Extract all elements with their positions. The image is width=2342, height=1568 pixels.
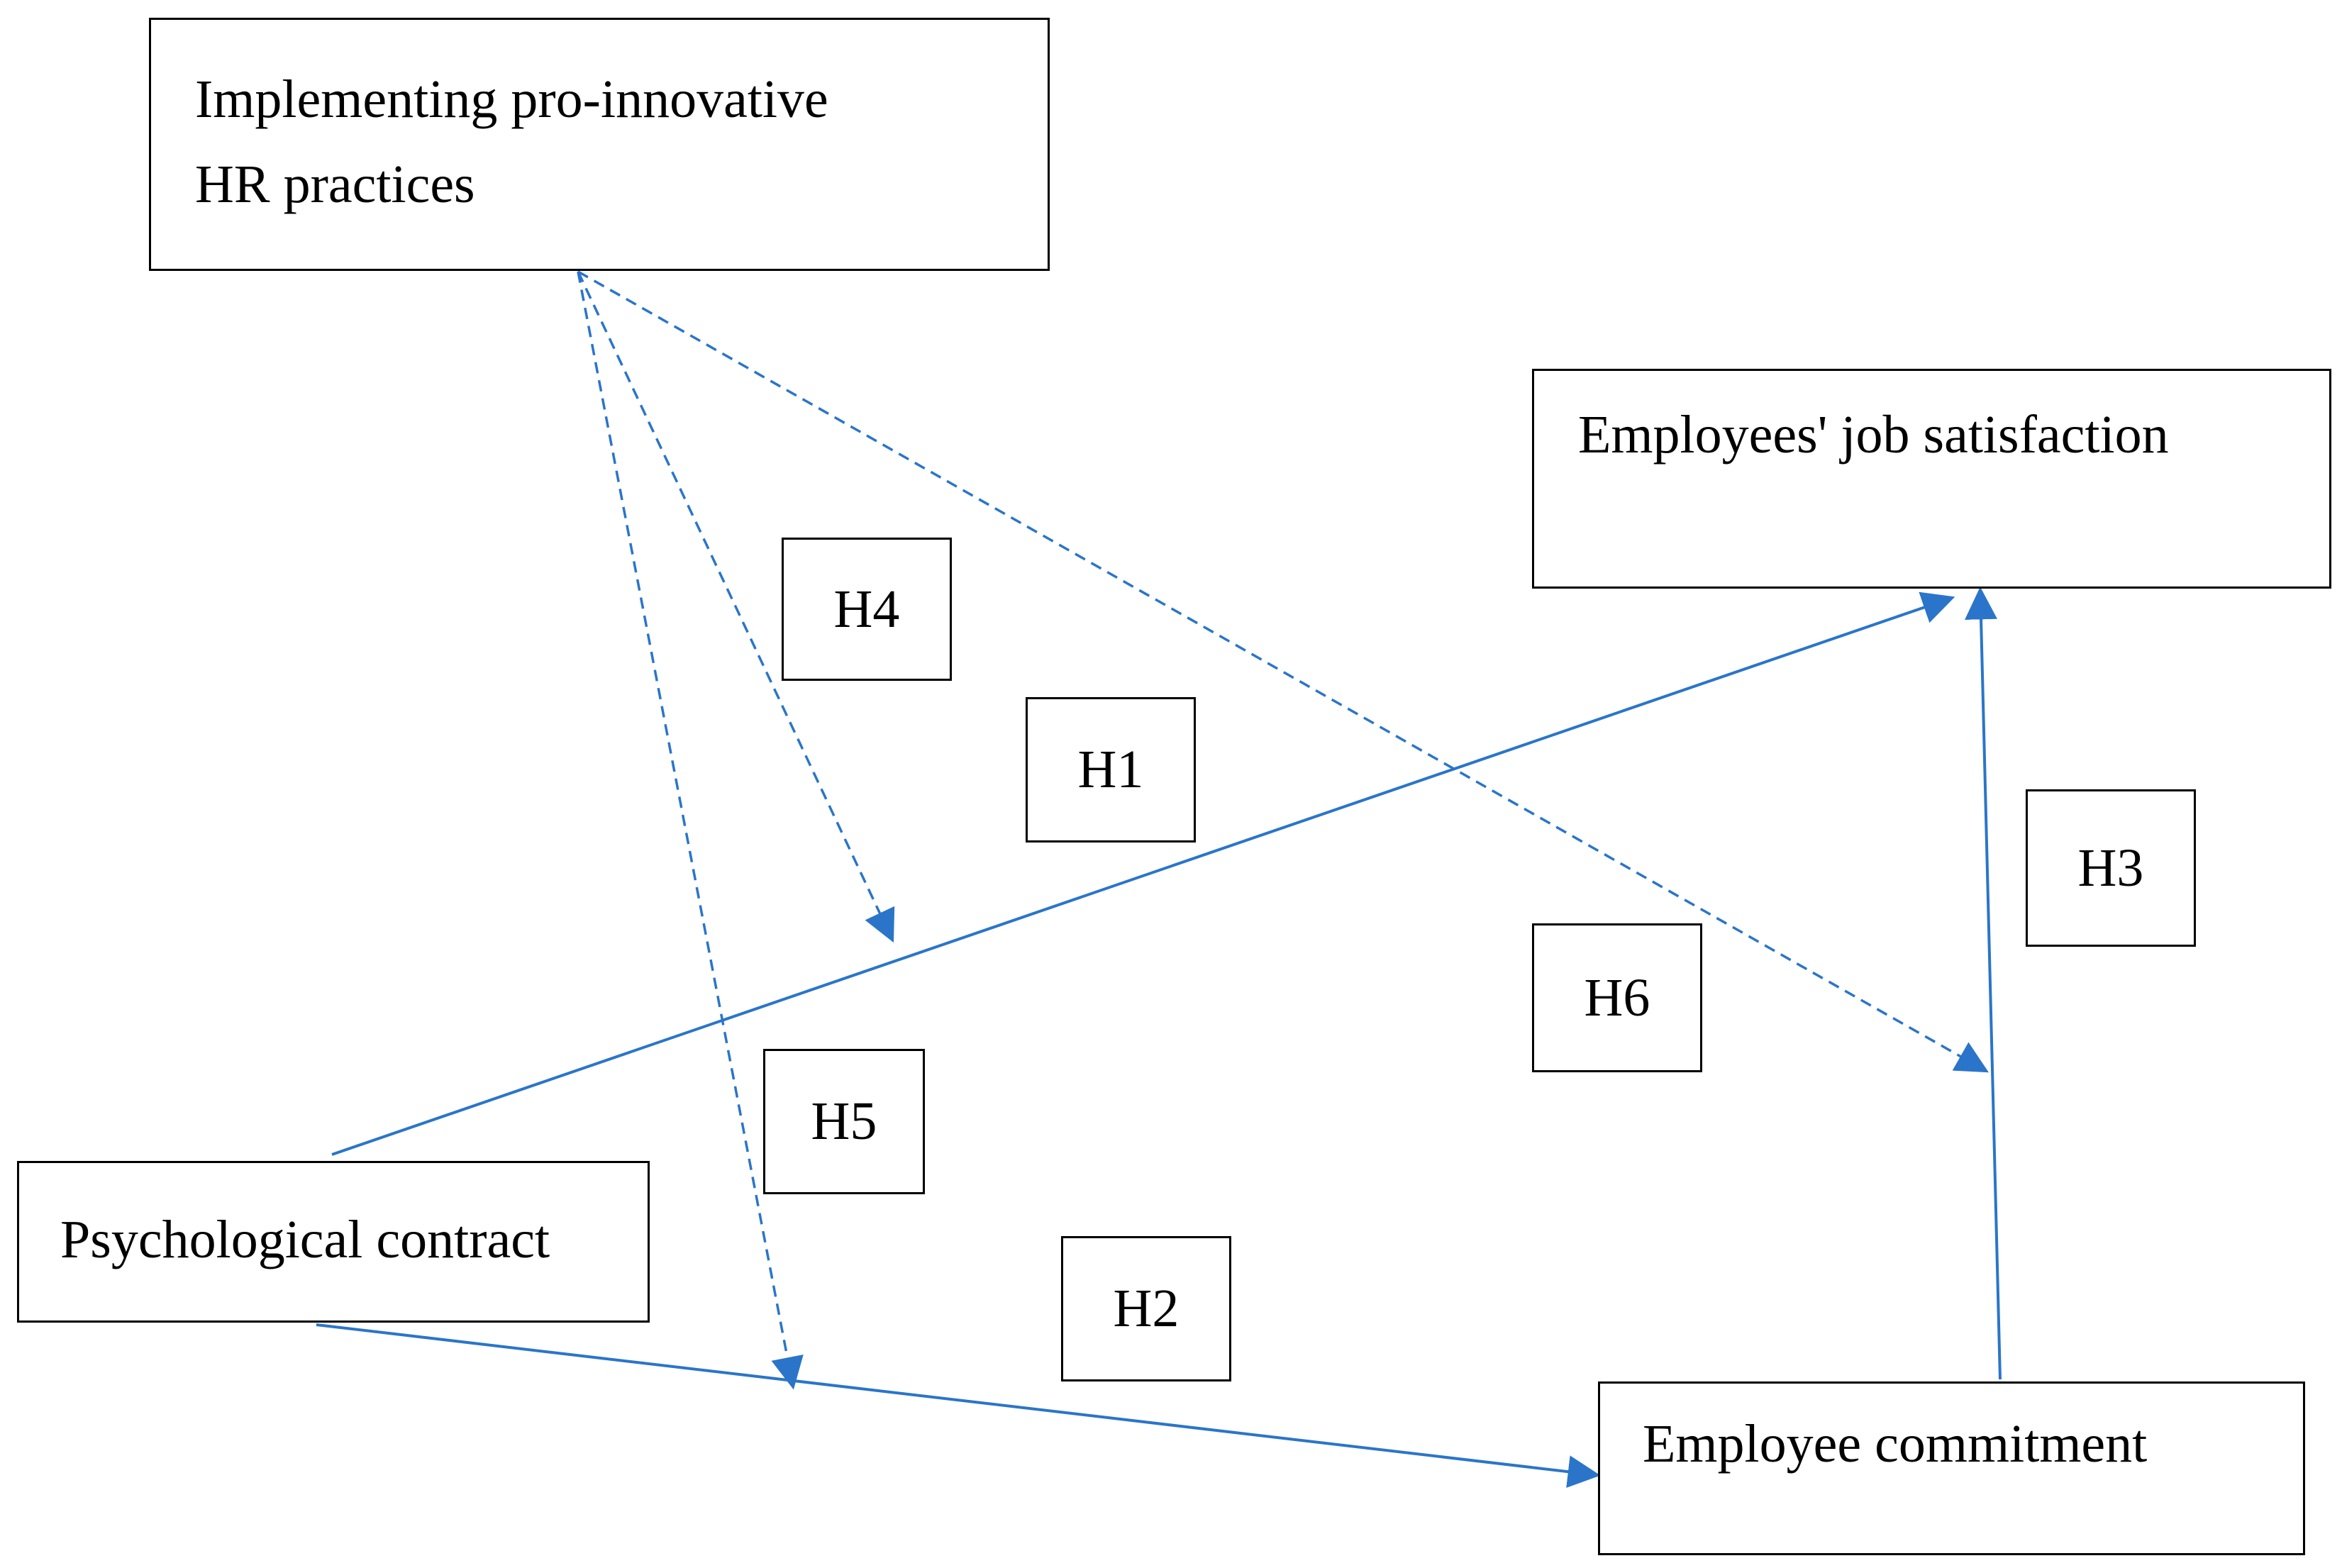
construct-hr-practices-line1: Implementing pro-innovative [195,69,828,129]
construct-psychological-contract: Psychological contract [17,1161,650,1323]
hypothesis-label-h5: H5 [763,1049,925,1194]
arrow-h5-hr-moderates-h2 [577,271,804,1390]
construct-employee-commitment-label: Employee commitment [1643,1414,2148,1474]
arrow-h2-psych-to-commitment [316,1323,1601,1489]
hypothesis-label-h6: H6 [1532,923,1702,1072]
construct-hr-practices-line2: HR practices [195,155,475,214]
hypothesis-label-h1: H1 [1026,697,1196,843]
construct-employee-commitment: Employee commitment [1598,1381,2305,1555]
construct-hr-practices: Implementing pro-innovative HR practices [149,18,1050,271]
construct-job-satisfaction: Employees' job satisfaction [1532,369,2331,589]
hypothesis-label-h3: H3 [2026,789,2196,947]
arrow-h4-hr-moderates-h1 [577,271,895,943]
hypothesis-label-h4: H4 [782,538,952,681]
arrow-h3-commitment-to-satisfaction [1965,586,2002,1380]
hypothesis-label-h2: H2 [1061,1236,1231,1381]
construct-job-satisfaction-label: Employees' job satisfaction [1578,405,2169,465]
arrow-h1-psych-to-satisfaction [331,591,1955,1156]
arrow-h6-hr-moderates-h3 [577,270,1989,1073]
construct-psychological-contract-label: Psychological contract [60,1210,550,1269]
